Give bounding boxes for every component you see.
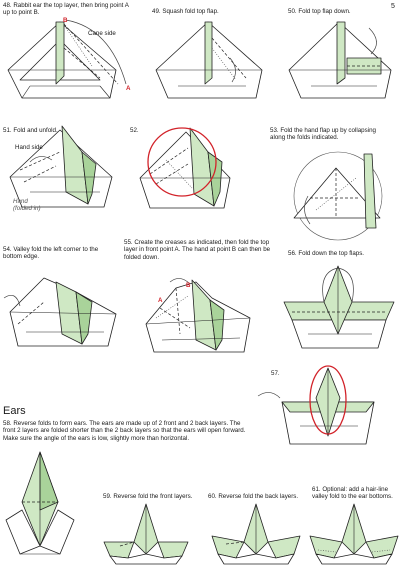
step-51-text: 51. Fold and unfold. (3, 127, 58, 134)
step-56-text: 56. Fold down the top flaps. (288, 250, 365, 257)
hand-label: Hand (13, 198, 28, 205)
highlight-ellipse (309, 365, 347, 435)
step-58-text: 58. Reverse folds to form ears. The ears… (3, 420, 246, 442)
step-57-text: 57. (271, 370, 280, 377)
step-51-diagram (9, 125, 113, 208)
point-a-label-55: A (158, 297, 163, 304)
step-52-text: 52. (130, 127, 139, 134)
section-title-ears: Ears (3, 405, 26, 417)
step-53-text: 53. Fold the hand flap up by collapsing … (270, 127, 376, 142)
step-48-diagram (7, 19, 127, 99)
step-49-diagram (155, 21, 263, 99)
folded-in-label: (folded in) (13, 205, 41, 212)
page-number: 5 (391, 3, 395, 10)
step-55-diagram (145, 278, 251, 353)
step-50-text: 50. Fold top flap down. (288, 8, 351, 15)
step-58-diagram (5, 451, 75, 555)
step-55-text: 55. Create the creases as indicated, the… (124, 239, 271, 261)
step-53-diagram (293, 151, 383, 241)
point-a-label: A (126, 85, 131, 92)
cane-side-label: Cane side (88, 30, 116, 37)
step-59-diagram (103, 503, 189, 565)
point-b-label: B (63, 17, 68, 24)
step-61-diagram (309, 503, 399, 565)
point-b-label-55: B (186, 282, 191, 289)
step-48-text: 48. Rabbit ear the top layer, then bring… (3, 2, 129, 17)
highlight-circle (147, 127, 217, 197)
step-50-diagram (288, 21, 392, 99)
step-61-text: 61. Optional: add a hair-line valley fol… (312, 486, 393, 501)
step-49-text: 49. Squash fold top flap. (152, 8, 219, 15)
step-52-diagram (139, 127, 231, 209)
step-59-text: 59. Reverse fold the front layers. (103, 493, 193, 500)
step-57-diagram (257, 365, 375, 445)
step-60-diagram (211, 503, 301, 565)
step-54-text: 54. Valley fold the left corner to the b… (3, 246, 99, 261)
step-56-diagram (283, 265, 395, 349)
step-60-text: 60. Reverse fold the back layers. (208, 493, 299, 500)
green-flap (55, 21, 65, 85)
step-54-diagram (3, 277, 117, 347)
hand-side-label: Hand side (15, 144, 43, 151)
